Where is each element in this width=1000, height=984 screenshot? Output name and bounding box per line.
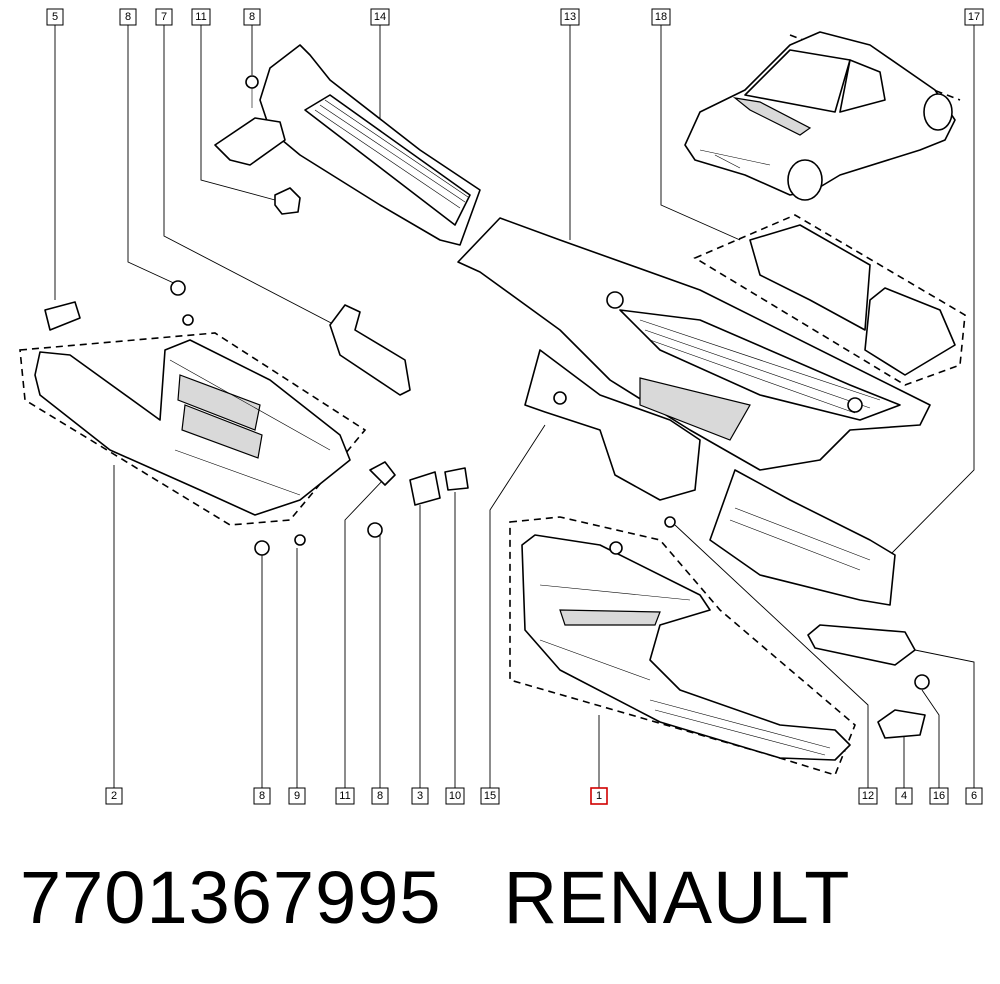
callout-label: 16 <box>933 790 945 802</box>
callout-label: 6 <box>971 790 977 802</box>
part-1-grille <box>521 534 851 761</box>
callout-3: 3 <box>411 787 429 805</box>
callout-15: 15 <box>480 787 500 805</box>
callout-8-bottom-a: 8 <box>253 787 271 805</box>
callout-4: 4 <box>895 787 913 805</box>
callout-7: 7 <box>155 8 173 26</box>
callout-label: 2 <box>111 790 117 802</box>
callout-label: 8 <box>259 790 265 802</box>
callout-1-highlighted: 1 <box>590 787 608 805</box>
callout-label: 4 <box>901 790 907 802</box>
callout-label: 10 <box>449 790 461 802</box>
brand-name: RENAULT <box>503 856 851 939</box>
callout-13: 13 <box>560 8 580 26</box>
part-2-grille <box>34 339 351 516</box>
callout-label: 15 <box>484 790 496 802</box>
callout-label: 18 <box>655 11 667 23</box>
part-6-bracket <box>807 624 916 666</box>
part-7-bracket <box>329 304 411 396</box>
callout-16: 16 <box>929 787 949 805</box>
callout-8-top-b: 8 <box>243 8 261 26</box>
callouts-top: 5 8 7 11 8 14 13 18 <box>46 8 984 26</box>
callout-11-bottom: 11 <box>335 787 355 805</box>
part-17-deflector <box>709 469 896 606</box>
callout-label: 1 <box>596 790 602 802</box>
part-number: 7701367995 <box>20 856 442 939</box>
callout-14: 14 <box>370 8 390 26</box>
fasteners <box>44 280 930 739</box>
callout-label: 8 <box>377 790 383 802</box>
part-18-bracket <box>749 224 956 376</box>
callout-17: 17 <box>964 8 984 26</box>
callouts-bottom: 2 8 9 11 8 3 10 15 <box>105 787 983 805</box>
callout-label: 17 <box>968 11 980 23</box>
callout-9: 9 <box>288 787 306 805</box>
callout-8-bottom-b: 8 <box>371 787 389 805</box>
part-13-cowl-main <box>457 217 931 471</box>
callout-label: 13 <box>564 11 576 23</box>
leader-lines <box>54 25 975 788</box>
callout-label: 14 <box>374 11 386 23</box>
callout-label: 8 <box>249 11 255 23</box>
group-outline-top-right <box>693 214 966 386</box>
callout-10: 10 <box>445 787 465 805</box>
part-caption: 7701367995 RENAULT <box>20 855 850 940</box>
callout-2: 2 <box>105 787 123 805</box>
part-14-cowl-upper <box>259 44 481 246</box>
callout-8-top-a: 8 <box>119 8 137 26</box>
car-illustration <box>684 31 956 201</box>
callout-label: 8 <box>125 11 131 23</box>
callout-label: 3 <box>417 790 423 802</box>
callout-label: 7 <box>161 11 167 23</box>
part-15-deflector <box>524 349 701 501</box>
group-outline-right <box>509 516 856 776</box>
callout-label: 5 <box>52 11 58 23</box>
callout-label: 11 <box>195 11 206 23</box>
part-11-bracket <box>214 75 301 215</box>
callout-12: 12 <box>858 787 878 805</box>
callout-label: 11 <box>339 790 350 802</box>
callout-11-top: 11 <box>191 8 211 26</box>
callout-6: 6 <box>965 787 983 805</box>
group-outline-left <box>19 332 367 526</box>
callout-5: 5 <box>46 8 64 26</box>
callout-18: 18 <box>651 8 671 26</box>
callout-label: 12 <box>862 790 874 802</box>
callout-label: 9 <box>294 790 300 802</box>
